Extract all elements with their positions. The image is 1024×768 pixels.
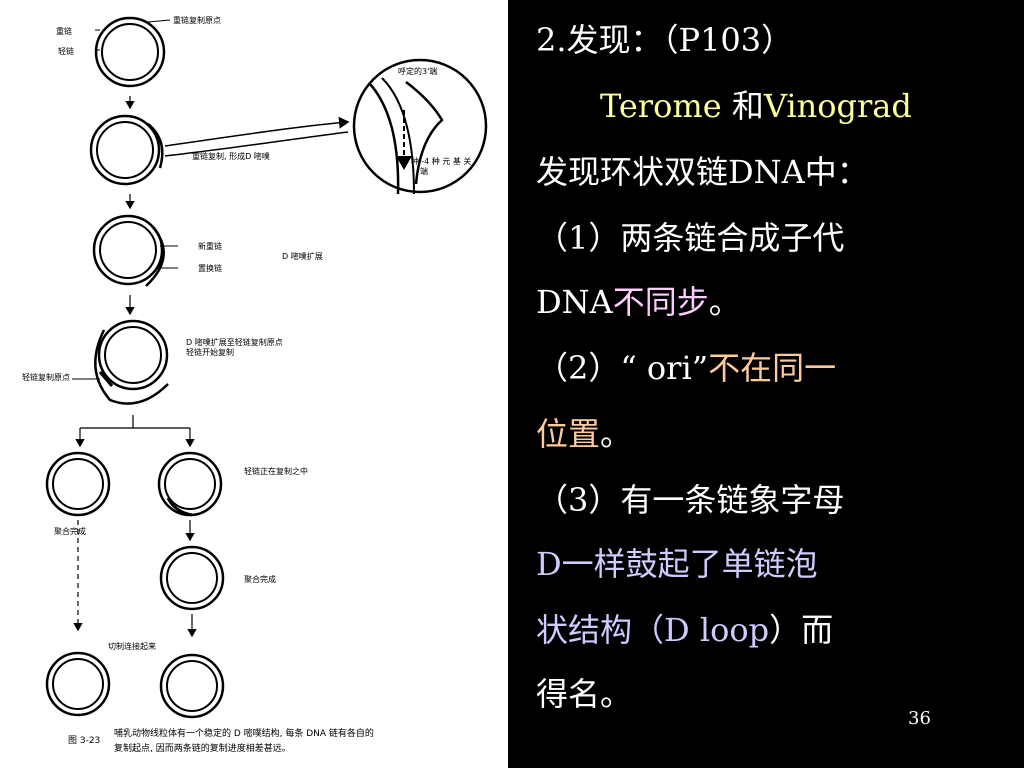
slide-text: 2.发现：（P103） Terome 和Vinograd 发现环状双链DNA中：… [508, 0, 1024, 768]
item-1-period: 。 [708, 283, 741, 321]
label-heavy-replication: 重链复制, 形成D 嘧噗 [192, 152, 270, 161]
item-2-ori: ori [646, 349, 692, 387]
label-inset-top: 呼定的3'端 [398, 67, 438, 76]
found-line: 发现环状双链DNA中： [536, 152, 869, 192]
figure-number: 图 3-23 [68, 736, 101, 746]
label-expand-to-light-1: D 嘧噗扩展至轻链复制原点 [186, 338, 283, 347]
name-vinograd: Vinograd [763, 87, 912, 125]
stage-7-right-circle [159, 653, 225, 719]
researcher-names: Terome 和Vinograd [600, 86, 912, 126]
label-inset-bottom-1: D 种 -4 种 元 基 关 [402, 157, 472, 166]
label-light-origin: 轻链复制原点 [22, 373, 70, 382]
item-3-line-4: 得名。 [536, 674, 632, 714]
label-light-chain: 轻链 [58, 47, 74, 56]
label-complete-right: 聚合完成 [244, 575, 276, 584]
stage-2-circle [89, 114, 164, 186]
item-2-highlight-end: 位置 [536, 415, 601, 453]
dloop-drawing [45, 16, 488, 719]
item-1-highlight: 不同步 [612, 283, 709, 321]
item-1-text: （1）两条链合成子代 [536, 219, 845, 257]
stage-6-left-circle [45, 651, 111, 717]
heading-text: 2.发现：（P103） [536, 21, 794, 59]
name-terome: Terome [600, 87, 732, 125]
label-ligation: 切制连接起来 [108, 642, 156, 651]
and-word: 和 [731, 87, 764, 125]
item-1-continuation: DNA不同步。 [536, 282, 741, 322]
item-3-dloop: D loop [664, 611, 770, 649]
label-light-copying: 轻链正在复制之中 [244, 467, 308, 476]
item-3-line: （3）有一条链象字母 [536, 480, 844, 520]
item-3-text-5: 得名。 [536, 675, 633, 713]
heading: 2.发现：（P103） [536, 20, 793, 60]
stage-5-right-circle [157, 451, 223, 517]
label-heavy-origin: 重链复制原点 [173, 16, 221, 25]
item-2-prefix: （2）“ [536, 349, 647, 387]
item-3-line-2: D一样鼓起了单链泡 [536, 544, 818, 584]
label-new-heavy: 新重链 [198, 242, 222, 251]
stage-1-circle [94, 16, 166, 88]
label-displaced: 置换链 [198, 264, 222, 273]
item-1-line: （1）两条链合成子代 [536, 218, 844, 258]
stage-6-right-circle [159, 545, 225, 611]
item-2-period: 。 [600, 415, 633, 453]
item-2-line: （2）“ ori”不在同一 [536, 348, 836, 388]
item-2-highlight: 不在同一 [708, 349, 837, 387]
item-3-text-2: D一样鼓起了单链泡 [536, 545, 818, 583]
dloop-diagram: 重链 轻链 重链复制原点 重链复制, 形成D 嘧噗 新重链 置换链 D 嘧噗扩展… [0, 0, 508, 768]
item-2-continuation: 位置。 [536, 414, 632, 454]
label-heavy-chain: 重链 [56, 27, 72, 36]
label-complete-left: 聚合完成 [54, 527, 86, 536]
item-3-text-3: 状结构（ [536, 611, 665, 649]
caption-line-1: 哺乳动物线粒体有一个稳定的 D 嘧噗结构, 每条 DNA 链有各自的 [114, 729, 374, 739]
found-text: 发现环状双链DNA中： [536, 153, 869, 191]
item-2-quote: ” [691, 349, 709, 387]
caption-line-2: 复制起点, 因而两条链的复制进度相差甚远。 [114, 744, 291, 754]
stage-5-left-circle [45, 451, 111, 517]
item-3-text-4: ）而 [769, 611, 834, 649]
item-3-line-3: 状结构（D loop）而 [536, 610, 833, 650]
dloop-inset-circle [352, 58, 488, 195]
item-1-dna: DNA [536, 283, 613, 321]
stage-3-circle [92, 214, 165, 287]
label-dloop-expand: D 嘧噗扩展 [282, 252, 323, 261]
stage-4-circle [94, 319, 169, 405]
slide-number: 36 [908, 708, 931, 729]
label-inset-bottom-2: 端 [420, 167, 428, 176]
label-expand-to-light-2: 轻链开始复制 [186, 348, 234, 357]
item-3-text: （3）有一条链象字母 [536, 481, 845, 519]
